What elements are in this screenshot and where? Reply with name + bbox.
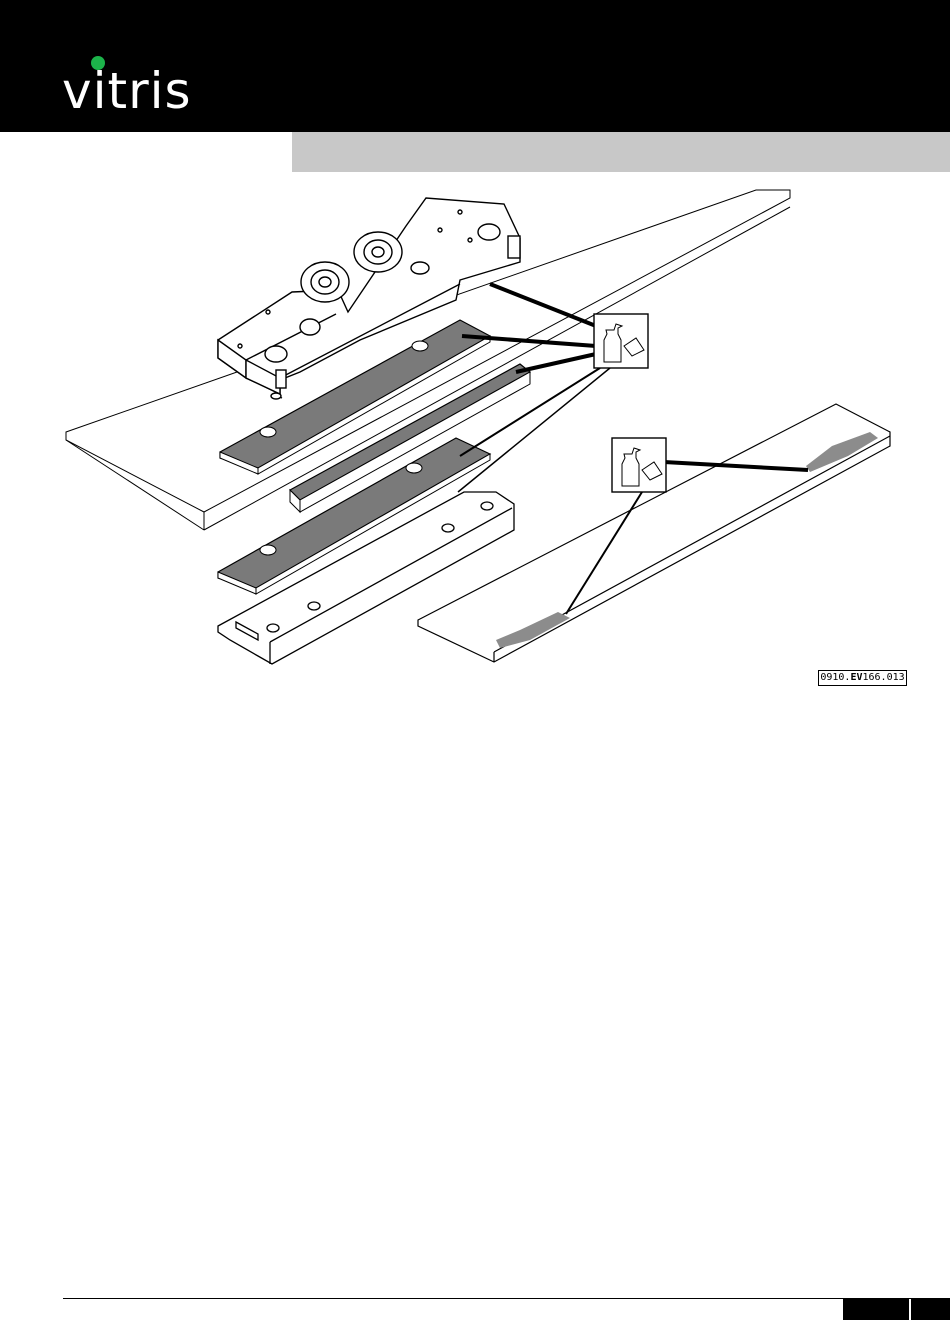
code-suffix: 166.013 xyxy=(863,672,905,683)
footer-tab-right xyxy=(911,1299,950,1320)
spray-bottle-and-cloth-icon xyxy=(594,314,648,368)
vitris-logo: vitris xyxy=(62,56,222,116)
logo-graphic: vitris xyxy=(62,56,222,116)
title-band xyxy=(292,132,950,172)
spray-bottle-and-cloth-icon-2 xyxy=(612,438,666,492)
assembly-illustration xyxy=(0,172,950,702)
footer-rule xyxy=(63,1298,950,1299)
code-prefix: 0910. xyxy=(820,672,850,683)
code-bold: EV xyxy=(850,672,862,683)
logo-text: vitris xyxy=(62,62,192,116)
footer-tab-left xyxy=(843,1299,909,1320)
drawing-reference-code: 0910.EV166.013 xyxy=(818,670,907,686)
header-bar: vitris xyxy=(0,0,950,132)
